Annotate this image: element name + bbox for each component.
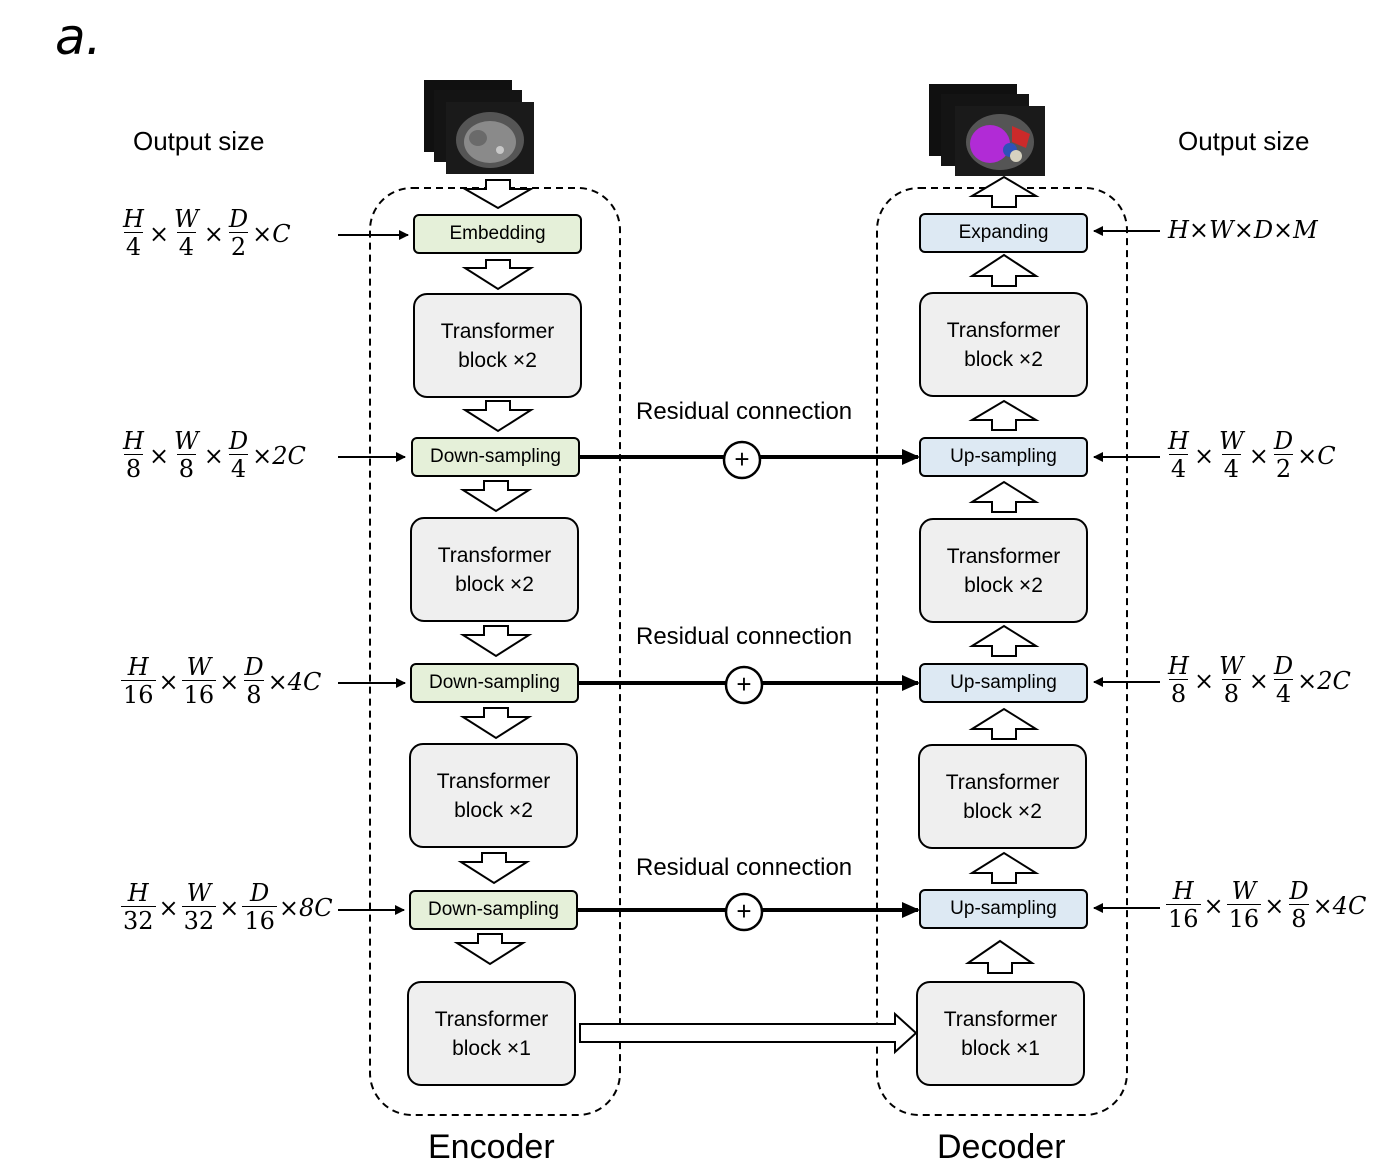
decoder-expanding-block: Expanding — [919, 213, 1088, 253]
plus-icon: + — [734, 444, 750, 474]
up-arrow-icon — [968, 253, 1040, 287]
residual-connection-3 — [578, 892, 920, 932]
encoder-downsampling-block-1: Down-sampling — [411, 437, 580, 477]
residual-connection-label: Residual connection — [636, 398, 853, 425]
bottleneck-arrow-icon — [579, 1011, 918, 1055]
down-arrow-icon — [461, 400, 535, 433]
plus-icon: + — [736, 896, 752, 926]
residual-connection-2 — [578, 665, 920, 705]
encoder-embedding-block: Embedding — [413, 214, 582, 254]
down-arrow-icon — [461, 259, 535, 291]
up-arrow-icon — [968, 707, 1040, 740]
size-formula-right-top: H×W×D×M — [1168, 216, 1318, 244]
decoder-upsampling-block-2: Up-sampling — [919, 663, 1088, 703]
up-arrow-icon — [968, 399, 1040, 431]
decoder-upsampling-block-3: Up-sampling — [919, 889, 1088, 929]
residual-connection-label: Residual connection — [636, 854, 853, 881]
plus-icon: + — [736, 669, 752, 699]
down-arrow-icon — [459, 480, 533, 513]
output-segmentation-image-stack — [929, 84, 1045, 176]
panel-label: a. — [55, 8, 102, 66]
residual-connection-label: Residual connection — [636, 623, 853, 650]
decoder-frame — [876, 187, 1128, 1116]
input-ct-image-stack — [424, 80, 534, 174]
decoder-upsampling-block-1: Up-sampling — [919, 437, 1088, 477]
encoder-frame — [369, 187, 621, 1116]
down-arrow-icon — [459, 707, 533, 740]
encoder-downsampling-block-2: Down-sampling — [410, 663, 579, 703]
up-arrow-icon — [968, 480, 1040, 513]
output-size-label-right: Output size — [1178, 126, 1310, 156]
down-arrow-icon — [459, 625, 533, 658]
down-arrow-icon — [461, 179, 535, 210]
down-arrow-icon — [457, 852, 531, 885]
encoder-downsampling-block-3: Down-sampling — [409, 890, 578, 930]
up-arrow-icon — [968, 624, 1040, 657]
up-arrow-icon — [968, 175, 1040, 208]
decoder-label: Decoder — [937, 1128, 1066, 1166]
output-size-label-left: Output size — [133, 126, 265, 156]
down-arrow-icon — [453, 933, 527, 966]
encoder-label: Encoder — [428, 1128, 555, 1166]
residual-connection-1 — [578, 440, 920, 480]
up-arrow-icon — [968, 851, 1040, 884]
up-arrow-icon — [964, 939, 1036, 974]
